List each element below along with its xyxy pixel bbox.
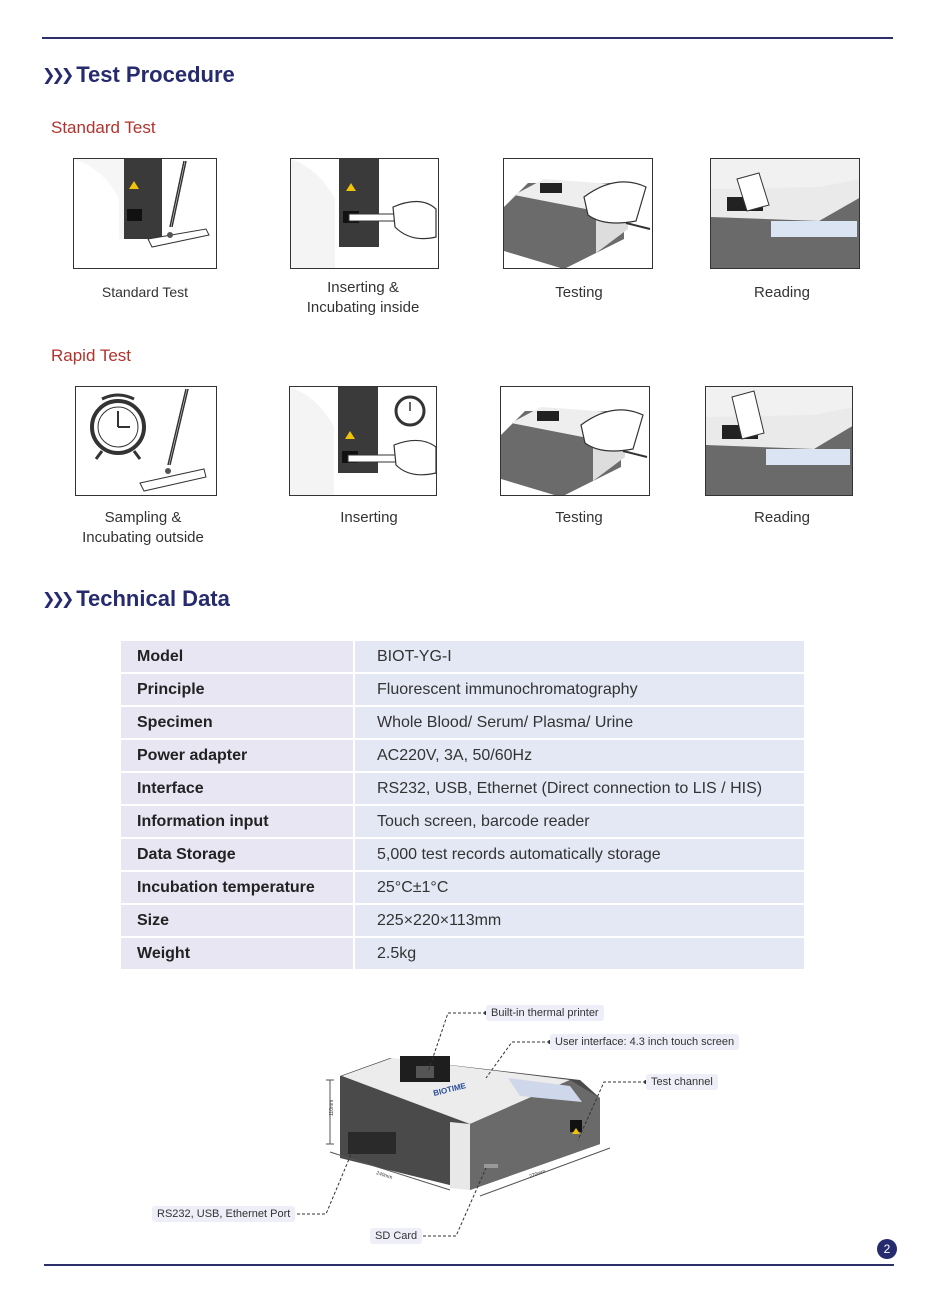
spec-key: Interface — [121, 773, 355, 806]
spec-value: 2.5kg — [355, 938, 804, 971]
chevrons-icon: ❯❯❯ — [42, 67, 74, 84]
spec-key: Size — [121, 905, 355, 938]
callout-printer: Built-in thermal printer — [486, 1005, 604, 1021]
page-number: 2 — [877, 1239, 897, 1259]
rapid-test-heading: Rapid Test — [51, 346, 132, 365]
reading-image — [705, 386, 853, 496]
step-caption: Testing — [555, 284, 603, 301]
spec-value: 5,000 test records automatically storage — [355, 839, 804, 872]
spec-value: Fluorescent immunochromatography — [355, 674, 804, 707]
step-caption: Inserting & Incubating inside — [306, 279, 420, 316]
spec-key: Information input — [121, 806, 355, 839]
test-procedure-heading: ❯❯❯Test Procedure — [42, 62, 235, 87]
inserting-image — [289, 386, 437, 496]
callout-test-channel: Test channel — [646, 1074, 718, 1090]
callout-sd-card: SD Card — [370, 1228, 423, 1244]
spec-key: Specimen — [121, 707, 355, 740]
step-caption: Sampling & Incubating outside — [82, 509, 204, 546]
callout-ports: RS232, USB, Ethernet Port — [152, 1206, 296, 1222]
callout-user-interface: User interface: 4.3 inch touch screen — [550, 1034, 740, 1050]
height-dimension: 110mm — [329, 1100, 335, 1116]
step-caption: Inserting — [340, 509, 398, 526]
spec-key: Principle — [121, 674, 355, 707]
inserting-incubating-image — [290, 158, 439, 269]
spec-value: Touch screen, barcode reader — [355, 806, 804, 839]
technical-data-heading: ❯❯❯Technical Data — [42, 586, 230, 611]
step-caption: Testing — [555, 509, 603, 526]
spec-value: 25°C±1°C — [355, 872, 804, 905]
spec-key: Weight — [121, 938, 355, 971]
testing-image — [503, 158, 653, 269]
spec-key: Data Storage — [121, 839, 355, 872]
spec-value: 225×220×113mm — [355, 905, 804, 938]
step-caption: Standard Test — [101, 284, 189, 300]
spec-value: BIOT-YG-I — [355, 641, 804, 674]
spec-key: Model — [121, 641, 355, 674]
reading-image — [710, 158, 860, 269]
spec-value: AC220V, 3A, 50/60Hz — [355, 740, 804, 773]
depth-dimension: 270mm — [529, 1169, 547, 1180]
step-caption: Reading — [754, 284, 810, 301]
chevrons-icon: ❯❯❯ — [42, 591, 74, 608]
step-caption: Reading — [754, 509, 810, 526]
testing-image — [500, 386, 650, 496]
spec-value: RS232, USB, Ethernet (Direct connection … — [355, 773, 804, 806]
bottom-rule — [44, 1264, 894, 1266]
spec-value: Whole Blood/ Serum/ Plasma/ Urine — [355, 707, 804, 740]
standard-test-heading: Standard Test — [51, 118, 156, 137]
standard-test-image — [73, 158, 217, 269]
width-dimension: 240mm — [375, 1170, 393, 1181]
top-rule — [42, 37, 893, 39]
sampling-incubating-image — [75, 386, 217, 496]
spec-key: Incubation temperature — [121, 872, 355, 905]
spec-key: Power adapter — [121, 740, 355, 773]
